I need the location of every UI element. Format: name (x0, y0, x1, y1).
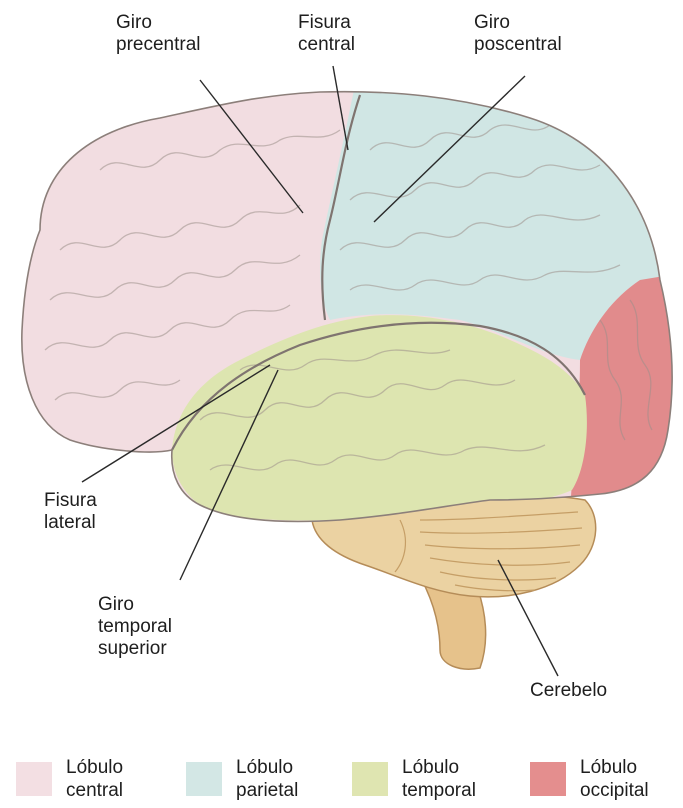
legend-text: Lóbulo parietal (236, 756, 298, 802)
label-fisura-central: Fisura central (298, 12, 355, 56)
legend-line: Lóbulo (236, 756, 298, 779)
label-line: Fisura (44, 490, 97, 512)
label-line: central (298, 34, 355, 56)
legend-swatch-central (16, 762, 52, 796)
legend-text: Lóbulo occipital (580, 756, 649, 802)
label-giro-temporal-superior: Giro temporal superior (98, 594, 172, 660)
label-giro-precentral: Giro precentral (116, 12, 201, 56)
label-fisura-lateral: Fisura lateral (44, 490, 97, 534)
legend-line: occipital (580, 779, 649, 802)
legend-line: temporal (402, 779, 476, 802)
legend-swatch-occipital (530, 762, 566, 796)
label-giro-poscentral: Giro poscentral (474, 12, 562, 56)
label-line: precentral (116, 34, 201, 56)
label-line: superior (98, 638, 172, 660)
label-cerebelo: Cerebelo (530, 680, 607, 702)
label-line: poscentral (474, 34, 562, 56)
label-line: temporal (98, 616, 172, 638)
label-line: lateral (44, 512, 97, 534)
label-line: Giro (116, 12, 201, 34)
label-line: Giro (474, 12, 562, 34)
legend-text: Lóbulo temporal (402, 756, 476, 802)
legend-line: Lóbulo (66, 756, 123, 779)
legend-line: Lóbulo (402, 756, 476, 779)
legend-line: central (66, 779, 123, 802)
legend-swatch-temporal (352, 762, 388, 796)
legend-text: Lóbulo central (66, 756, 123, 802)
legend-line: parietal (236, 779, 298, 802)
legend-swatch-parietal (186, 762, 222, 796)
legend-line: Lóbulo (580, 756, 649, 779)
label-line: Giro (98, 594, 172, 616)
label-line: Fisura (298, 12, 355, 34)
